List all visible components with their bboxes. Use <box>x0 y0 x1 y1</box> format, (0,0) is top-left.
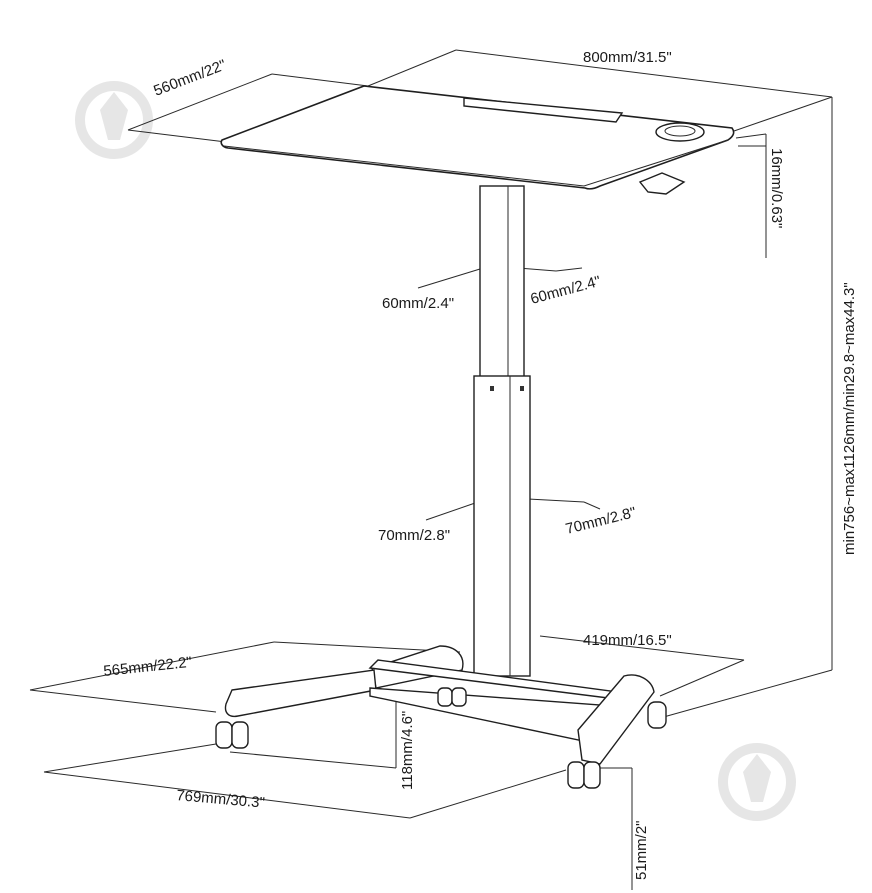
label-top-thickness: 16mm/0.63" <box>768 148 785 228</box>
base-leg-right <box>577 674 655 765</box>
label-base-width: 419mm/16.5" <box>583 632 672 649</box>
label-base-length: 769mm/30.3" <box>176 787 266 812</box>
column <box>473 185 531 677</box>
caster-front-left <box>215 721 249 749</box>
table-top <box>220 85 735 195</box>
caster-front-right <box>567 761 601 789</box>
dimension-lines <box>29 49 833 890</box>
label-top-depth: 560mm/22" <box>151 57 228 100</box>
base-leg-left <box>224 669 377 718</box>
label-base-depth: 565mm/22.2" <box>103 654 193 680</box>
caster-back-left <box>437 687 467 707</box>
label-lower-column-a: 70mm/2.8" <box>378 527 450 544</box>
label-upper-column-a: 60mm/2.4" <box>382 295 454 312</box>
tablet-slot <box>463 97 624 123</box>
watermark-logo-icon-top-left <box>75 81 153 159</box>
label-foot-height: 118mm/4.6" <box>399 711 416 790</box>
label-upper-column-b: 60mm/2.4" <box>529 273 603 308</box>
height-lever <box>638 172 686 195</box>
label-height-range: min756~max1126mm/min29.8~max44.3" <box>841 282 858 555</box>
label-caster-height: 51mm/2" <box>633 820 650 880</box>
casters <box>215 687 667 789</box>
label-lower-column-b: 70mm/2.8" <box>564 504 638 538</box>
caster-back-right <box>647 701 667 729</box>
watermark-logo-icon-bottom-right <box>718 743 796 821</box>
label-top-width: 800mm/31.5" <box>583 49 672 66</box>
